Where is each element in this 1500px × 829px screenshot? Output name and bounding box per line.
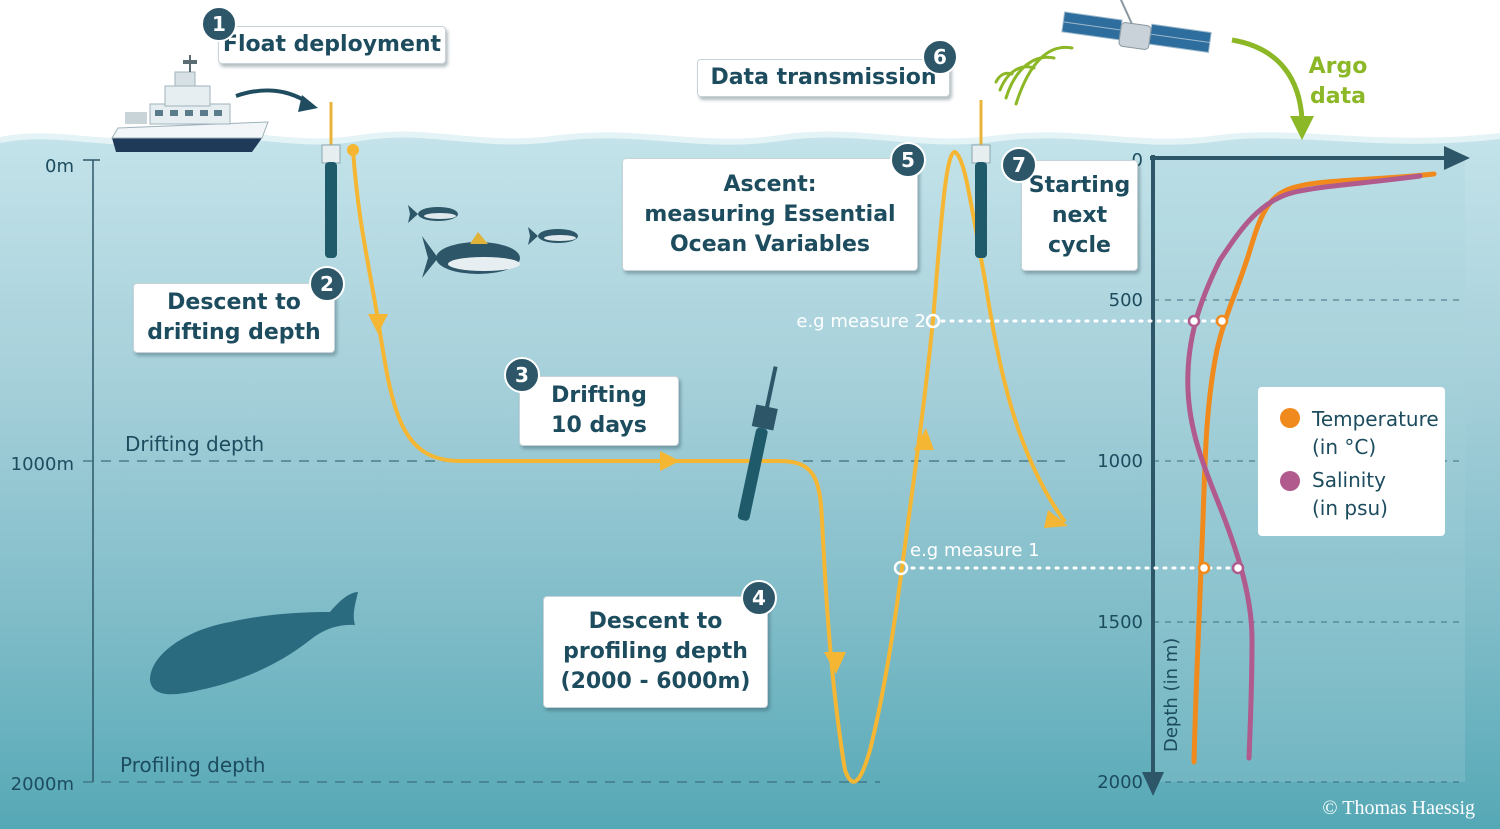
profile-tick-2000: 2000	[1097, 772, 1143, 793]
step-4-line2: profiling depth	[563, 639, 748, 664]
trajectory-arrow-next	[1044, 510, 1068, 528]
step-6-label: Data transmission	[710, 65, 937, 90]
profile-y-arrow	[1142, 772, 1164, 796]
step-4-line1: Descent to	[588, 609, 723, 634]
trajectory-arrow-drift	[660, 451, 680, 471]
step-6-badge: 6	[922, 39, 958, 75]
float-icon-deploy	[321, 102, 341, 258]
profile-tick-1500: 1500	[1097, 612, 1143, 633]
legend-salinity-line1: Salinity	[1312, 468, 1386, 492]
measure-2-temperature-point	[1215, 314, 1229, 328]
whale-icon	[150, 592, 358, 695]
measure-1-salinity-point	[1231, 561, 1245, 575]
measure-1-point	[893, 560, 909, 576]
step-3-box: Drifting 10 days	[519, 376, 679, 446]
ship-icon	[111, 55, 269, 152]
step-7-line1: Starting	[1028, 172, 1131, 198]
satellite-icon	[1061, 0, 1212, 53]
step-2-line1: Descent to	[167, 290, 301, 315]
step-7-box: Starting next cycle	[1021, 160, 1138, 271]
float-trajectory	[351, 149, 1067, 784]
legend-salinity-swatch	[1280, 471, 1300, 491]
depth-label-0m: 0m	[45, 156, 74, 177]
step-1-badge: 1	[201, 6, 237, 42]
step-7-line2: next	[1051, 202, 1108, 228]
profile-tick-500: 500	[1109, 290, 1143, 311]
measure-1-label: e.g measure 1	[910, 540, 1040, 561]
deploy-arrowhead	[298, 95, 318, 112]
step-3-badge: 3	[504, 357, 540, 393]
step-2-badge: 2	[309, 266, 345, 302]
step-5-line2: measuring Essential	[644, 201, 896, 227]
step-1-box: Float deployment	[218, 26, 446, 64]
credit-text: © Thomas Haessig	[1322, 797, 1475, 819]
step-3-line1: Drifting	[551, 383, 647, 408]
legend-temperature-swatch	[1280, 408, 1300, 428]
step-5-line1: Ascent:	[723, 171, 817, 197]
measure-2-point	[925, 313, 941, 329]
temperature-curve	[1191, 171, 1437, 765]
step-7-badge: 7	[1001, 147, 1037, 183]
float-icon-surface	[971, 100, 991, 258]
trajectory-arrow-profiling	[824, 652, 846, 674]
measure-1-temperature-point	[1197, 561, 1211, 575]
float-icon-drifting	[737, 366, 778, 521]
step-2-line2: drifting depth	[147, 320, 321, 345]
step-5-badge: 5	[890, 142, 926, 178]
profiling-depth-label: Profiling depth	[120, 753, 265, 777]
profile-x-arrow	[1444, 146, 1470, 170]
profile-tick-1000: 1000	[1097, 451, 1143, 472]
argo-arrow	[1231, 37, 1305, 121]
trajectory-arrow-ascent	[914, 428, 934, 450]
step-1-label: Float deployment	[222, 32, 442, 57]
depth-label-1000m: 1000m	[11, 454, 74, 475]
legend-temperature-line2: (in °C)	[1312, 435, 1377, 459]
depth-label-2000m: 2000m	[11, 774, 74, 795]
step-3-line2: 10 days	[551, 413, 647, 438]
salinity-curve	[1185, 173, 1423, 761]
step-5-line3: Ocean Variables	[669, 231, 871, 257]
legend-salinity-line2: (in psu)	[1312, 496, 1388, 520]
measure-2-salinity-point	[1187, 314, 1201, 328]
trajectory-arrow-descent	[368, 314, 388, 334]
tuna-fish-icon	[408, 205, 578, 278]
argo-arrowhead	[1290, 116, 1314, 140]
measure-2-label: e.g measure 2	[796, 311, 926, 332]
argo-label-line2: data	[1310, 84, 1366, 109]
profile-y-label: Depth (in m)	[1161, 638, 1182, 752]
step-6-box: Data transmission	[697, 59, 950, 97]
step-5-box: Ascent: measuring Essential Ocean Variab…	[622, 158, 918, 271]
legend-temperature-line1: Temperature	[1312, 407, 1439, 431]
signal-waves-icon	[994, 45, 1074, 106]
step-4-line3: (2000 - 6000m)	[560, 669, 751, 694]
step-4-box: Descent to profiling depth (2000 - 6000m…	[543, 596, 768, 708]
step-7-line3: cycle	[1048, 232, 1111, 258]
profile-legend: Temperature (in °C) Salinity (in psu)	[1258, 387, 1445, 536]
drifting-depth-label: Drifting depth	[125, 432, 264, 456]
profile-tick-0: 0	[1132, 150, 1143, 171]
step-2-box: Descent to drifting depth	[133, 283, 335, 353]
step-4-badge: 4	[741, 580, 777, 616]
argo-label-line1: Argo	[1309, 54, 1368, 79]
